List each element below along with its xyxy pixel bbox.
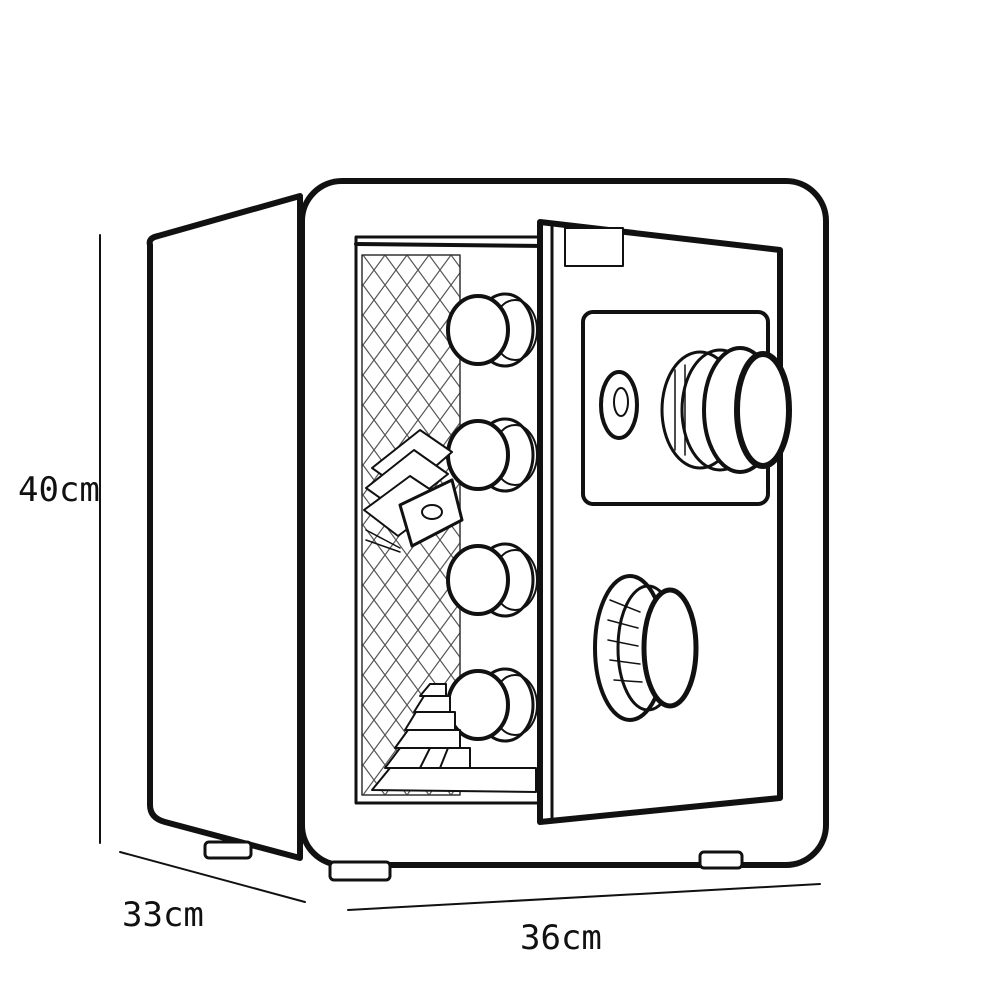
gold-bar-stack-icon <box>371 683 537 793</box>
width-dimension-label: 36cm <box>520 918 602 958</box>
safe-door <box>537 219 783 825</box>
combination-dial-icon <box>660 346 792 474</box>
locking-bolts <box>446 292 538 743</box>
height-dimension-label: 40cm <box>18 470 100 510</box>
dimension-lines <box>99 234 821 911</box>
keyhole-icon <box>599 370 639 440</box>
depth-dimension-label: 33cm <box>122 895 204 935</box>
banknote-stack-icon <box>363 429 464 553</box>
combination-dial-icon <box>593 574 699 722</box>
